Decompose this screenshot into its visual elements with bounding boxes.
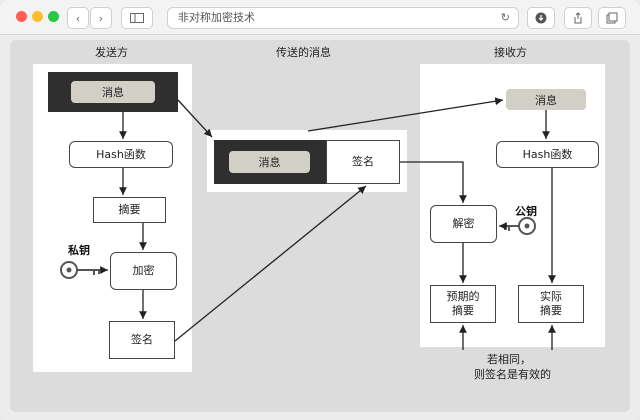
arrow-signature-to-transmitted: [174, 185, 367, 342]
arrow-transmitted-to-receiver-message: [307, 97, 504, 132]
zoom-window-button[interactable]: [48, 11, 59, 22]
actual-digest-line2: 摘要: [540, 304, 562, 317]
sidebar-toggle-button[interactable]: [121, 7, 153, 29]
close-window-button[interactable]: [16, 11, 27, 22]
sidebar-icon: [130, 13, 144, 23]
expected-digest-box: 预期的 摘要: [430, 285, 496, 323]
receiver-header: 接收方: [494, 46, 527, 59]
sender-encrypt-box: 加密: [110, 252, 177, 290]
share-button[interactable]: [564, 7, 592, 29]
key-icon: [504, 217, 536, 235]
tabs-icon: [606, 12, 618, 24]
address-text: 非对称加密技术: [178, 11, 255, 24]
chevron-right-icon: ›: [98, 11, 104, 25]
receiver-decrypt-box: 解密: [430, 205, 497, 243]
key-icon: [60, 261, 102, 279]
sender-header: 发送方: [95, 46, 128, 59]
actual-digest-box: 实际 摘要: [518, 285, 584, 323]
minimize-window-button[interactable]: [32, 11, 43, 22]
transmitted-header: 传送的消息: [276, 46, 331, 59]
expected-digest-line1: 预期的: [446, 290, 480, 303]
sender-message-pill: 消息: [71, 81, 155, 103]
conclusion-line1: 若相同，: [487, 353, 531, 366]
address-bar[interactable]: 非对称加密技术 ↻: [167, 7, 519, 29]
receiver-hash-box: Hash函数: [496, 141, 599, 168]
forward-button[interactable]: ›: [90, 7, 112, 29]
back-button[interactable]: ‹: [67, 7, 89, 29]
reload-icon[interactable]: ↻: [500, 11, 510, 24]
download-button[interactable]: [527, 7, 555, 29]
sender-digest-box: 摘要: [93, 197, 166, 223]
chevron-left-icon: ‹: [75, 11, 81, 25]
private-key-label: 私钥: [68, 244, 90, 257]
download-icon: [535, 12, 547, 24]
actual-digest-line1: 实际: [540, 290, 562, 303]
tabs-button[interactable]: [598, 7, 626, 29]
receiver-message-pill: 消息: [506, 89, 586, 110]
conclusion-line2: 则签名是有效的: [474, 368, 551, 381]
public-key-label: 公钥: [515, 205, 537, 218]
transmitted-signature-box: 签名: [326, 140, 400, 184]
transmitted-message-pill: 消息: [229, 151, 310, 173]
share-icon: [574, 12, 582, 24]
arrow-signature-to-decrypt: [400, 161, 467, 203]
sender-signature-box: 签名: [109, 321, 175, 359]
title-bar: ‹ › 非对称加密技术 ↻: [0, 0, 640, 35]
arrow-message-to-transmitted: [177, 99, 213, 138]
sender-hash-box: Hash函数: [69, 141, 173, 168]
expected-digest-line2: 摘要: [452, 304, 474, 317]
